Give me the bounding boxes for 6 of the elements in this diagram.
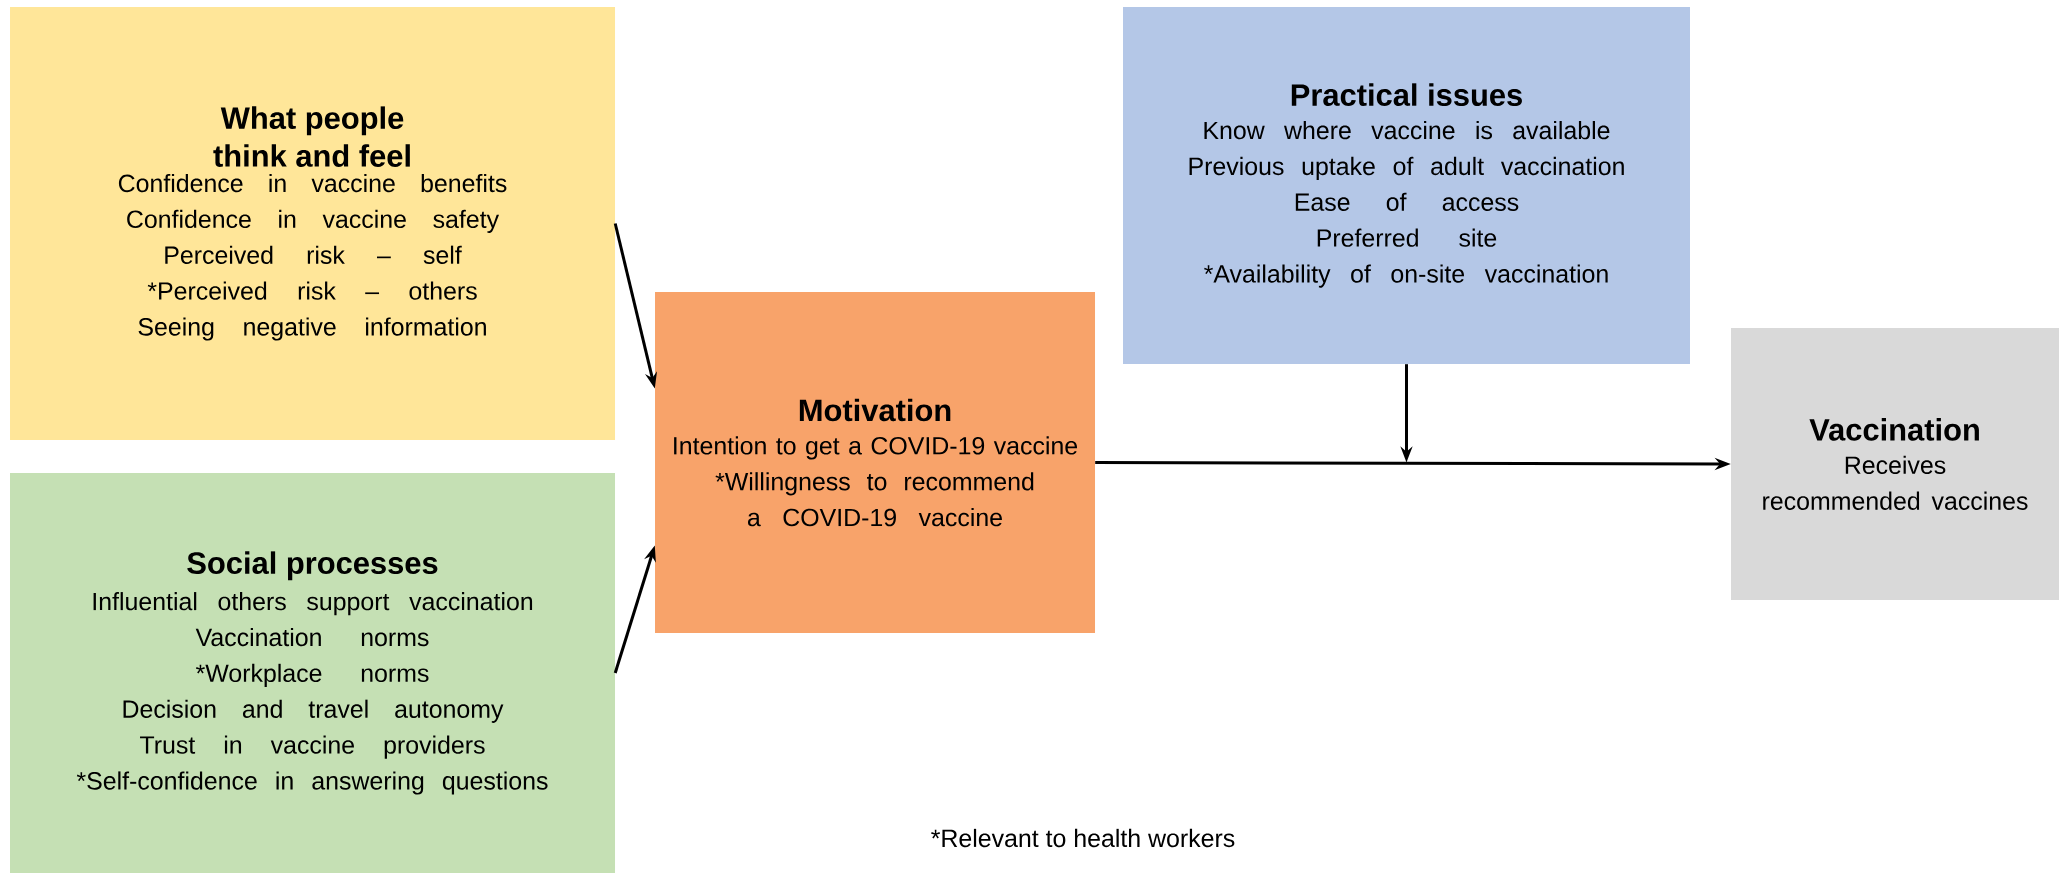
- factor-box: What people think and feel Confidence in vaccine benefits Confidence in vaccine safety Perceived risk – self *Perceived risk – others Seeing negative information: [10, 7, 615, 440]
- factor-box: Practical issues Know where vaccine is available Previous uptake of adult vaccination Ease of access Preferred site *Availability of on-site vaccination: [1123, 7, 1690, 364]
- factor-box: Social processes Influential others support vaccination Vaccination norms *Workplace norms Decision and travel autonomy Trust in vaccine providers *Self-confidence in answering questions: [10, 473, 615, 873]
- footnote: *Relevant to health workers: [931, 828, 1235, 848]
- factor-box: Motivation Intention to get a COVID-19 vaccine *Willingness to recommend a COVID-19 vaccine: [655, 292, 1095, 633]
- outcome-box: Vaccination Receives recommended vaccines: [1731, 328, 2059, 600]
